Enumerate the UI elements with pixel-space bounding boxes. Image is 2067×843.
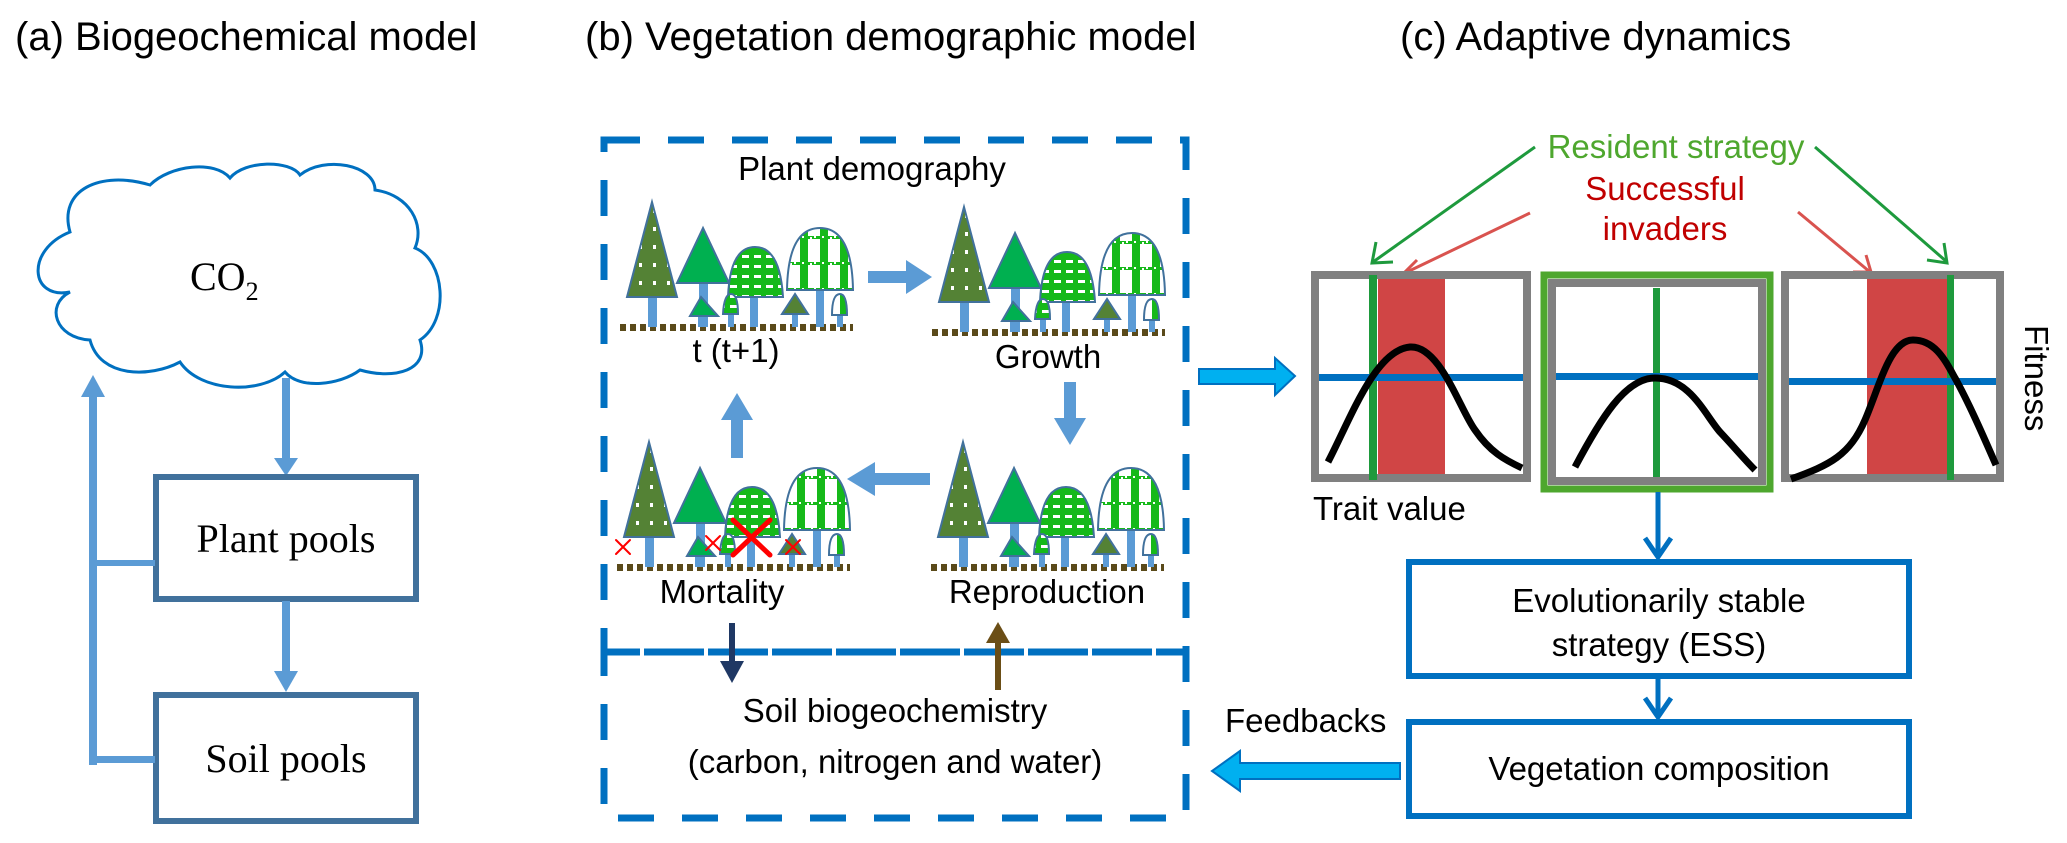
arrow-soil-to-reproduction bbox=[986, 622, 1010, 690]
arrow-to-vegetation-composition bbox=[1642, 679, 1674, 722]
resident-arrows bbox=[1370, 145, 1949, 265]
plant-demography-title: Plant demography bbox=[738, 150, 1006, 187]
vegetation-composition-box bbox=[1406, 719, 1912, 819]
resident-line bbox=[1947, 275, 1954, 480]
fitness-curve bbox=[1571, 374, 1758, 473]
panel-c-title: (c) Adaptive dynamics bbox=[1400, 15, 1791, 59]
panel-a-title: (a) Biogeochemical model bbox=[15, 15, 477, 59]
arrow-mortality-to-soil bbox=[720, 623, 744, 683]
scene-label-reproduction: Reproduction bbox=[949, 573, 1145, 610]
fitness-axis-label: Fitness bbox=[2018, 325, 2055, 431]
zero-fitness-line bbox=[1789, 378, 1996, 385]
trait-value-axis-label: Trait value bbox=[1313, 490, 1466, 527]
arrow-to-ess bbox=[1642, 492, 1674, 562]
panel-a: CO2 Plant pools Soil pools bbox=[36, 162, 442, 824]
arrow-growth-to-reproduction bbox=[1054, 382, 1086, 445]
soil-pools-box bbox=[153, 692, 419, 824]
respiration-return-arrow bbox=[81, 375, 155, 765]
plant-pools-box bbox=[153, 474, 419, 602]
scene-label-t: t (t+1) bbox=[692, 332, 779, 369]
plant-demography-box bbox=[600, 136, 1190, 656]
co2-label: CO bbox=[190, 254, 246, 299]
soil-biogeochemistry-title: Soil biogeochemistry bbox=[743, 692, 1048, 729]
scene-t bbox=[619, 201, 854, 332]
fitness-curve bbox=[1324, 343, 1524, 472]
zero-fitness-line bbox=[1319, 374, 1523, 381]
panel-b: Plant demography t (t+1) Growth Mortalit… bbox=[600, 136, 1190, 822]
arrow-co2-to-plant bbox=[282, 378, 290, 460]
panel-b-title: (b) Vegetation demographic model bbox=[585, 15, 1196, 59]
soil-biogeochemistry-subtitle: (carbon, nitrogen and water) bbox=[688, 743, 1103, 780]
fitness-curve bbox=[1789, 336, 2000, 483]
feedback-arrow bbox=[1210, 749, 1401, 793]
mortality-cross-icons bbox=[615, 517, 801, 558]
scene-reproduction bbox=[930, 441, 1165, 572]
co2-subscript: 2 bbox=[246, 277, 259, 306]
fitness-plot-3 bbox=[1781, 271, 2004, 483]
fitness-plot-2-ess bbox=[1540, 271, 1774, 493]
vegetation-composition-label: Vegetation composition bbox=[1488, 750, 1829, 787]
ess-box bbox=[1406, 559, 1912, 679]
panel-c: Resident strategy Successful invaders bbox=[1210, 128, 2055, 819]
soil-biogeochemistry-box bbox=[600, 648, 1190, 822]
arrow-t-to-growth bbox=[868, 260, 932, 294]
arrow-demography-to-adaptive bbox=[1198, 355, 1297, 398]
fitness-plot-1 bbox=[1311, 271, 1531, 482]
successful-label: Successful bbox=[1585, 170, 1745, 207]
scene-label-mortality: Mortality bbox=[660, 573, 785, 610]
ess-label-line-1: Evolutionarily stable bbox=[1512, 582, 1806, 619]
scene-label-growth: Growth bbox=[995, 338, 1101, 375]
arrow-head bbox=[274, 458, 298, 476]
invaders-label: invaders bbox=[1603, 210, 1728, 247]
scene-growth bbox=[931, 206, 1166, 337]
arrow-mortality-to-t bbox=[721, 393, 753, 458]
feedbacks-label: Feedbacks bbox=[1225, 702, 1386, 739]
plant-pools-label: Plant pools bbox=[197, 516, 376, 561]
svg-text:CO2: CO2 bbox=[190, 254, 259, 306]
arrow-plant-to-soil bbox=[282, 601, 290, 673]
co2-cloud bbox=[36, 162, 442, 389]
resident-line bbox=[1653, 288, 1660, 477]
ess-label-line-2: strategy (ESS) bbox=[1552, 626, 1767, 663]
arrow-head bbox=[274, 671, 298, 692]
resident-strategy-label: Resident strategy bbox=[1548, 128, 1805, 165]
soil-pools-label: Soil pools bbox=[205, 736, 366, 781]
arrow-reproduction-to-mortality bbox=[847, 462, 930, 496]
